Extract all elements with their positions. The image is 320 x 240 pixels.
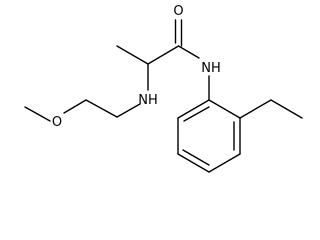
bond-ring-to-ethyl-ch2: [239, 99, 272, 119]
bond-ring-6: [177, 99, 210, 119]
bond-ring-1: [208, 99, 241, 119]
bond-ch2-to-ether-o: [63, 99, 87, 114]
ether-oxygen-label: O: [52, 115, 62, 130]
atom-labels: O NH NH O: [52, 4, 221, 130]
bond-ring-inner-bottom: [182, 149, 210, 166]
bond-carbonyl-to-alpha-c: [147, 45, 180, 65]
bonds: [24, 19, 303, 173]
bond-carbonyl-to-amide-n: [177, 45, 200, 59]
amine-nitrogen-label: NH: [138, 93, 158, 108]
amide-nitrogen-label: NH: [201, 61, 221, 76]
carbonyl-oxygen-label: O: [173, 4, 183, 19]
bond-ether-o-to-methyl: [24, 106, 51, 122]
bond-ch2-to-ch2: [85, 99, 118, 118]
bond-ring-inner-top: [183, 106, 210, 122]
bond-alpha-c-to-methyl: [116, 45, 149, 65]
chemical-structure-diagram: O NH NH O: [24, 4, 303, 173]
bond-ring-3: [208, 153, 241, 173]
bond-ethyl-ch2-to-ch3: [270, 99, 303, 119]
bond-ring-4: [177, 153, 210, 173]
bond-amine-n-to-ch2: [116, 103, 141, 118]
